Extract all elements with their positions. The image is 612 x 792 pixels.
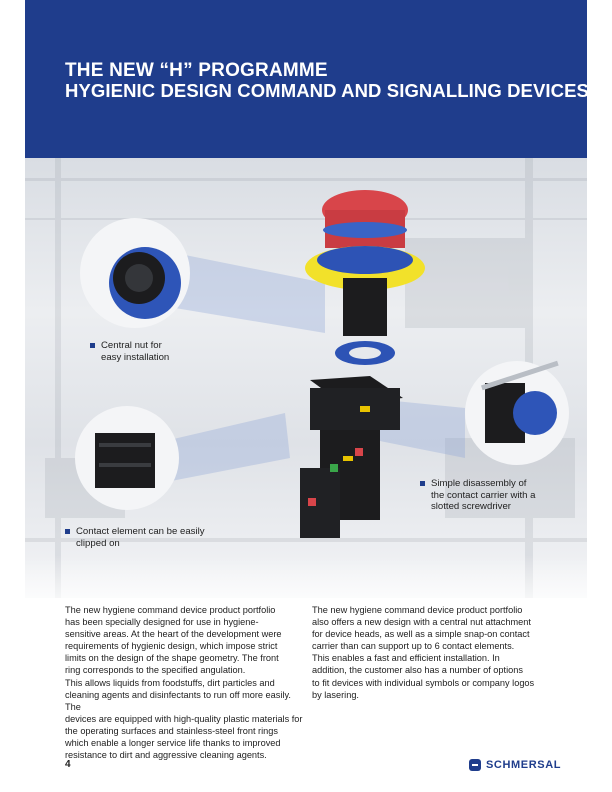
page-title: THE NEW “H” PROGRAMME — [65, 60, 328, 81]
brand-name: SCHMERSAL — [486, 759, 562, 771]
body-column-right: The new hygiene command device product p… — [312, 605, 535, 700]
bullet-square — [65, 529, 70, 534]
photo-fade — [25, 555, 587, 615]
catalog-page: THE NEW “H” PROGRAMME HYGIENIC DESIGN CO… — [25, 0, 587, 792]
zoom-disassembly — [465, 360, 569, 465]
callout-contact-element: Contact element can be easily clipped on — [65, 526, 205, 549]
callout-disassembly: Simple disassembly of the contact carrie… — [420, 478, 536, 513]
zoom-contact-element — [75, 406, 179, 510]
schmersal-logo: SCHMERSAL — [469, 759, 561, 771]
header-banner: THE NEW “H” PROGRAMME HYGIENIC DESIGN CO… — [25, 0, 587, 158]
body-column-left: The new hygiene command device product p… — [65, 605, 303, 761]
exploded-device-illustration — [25, 158, 587, 598]
page-number: 4 — [65, 759, 71, 770]
bullet-square — [90, 343, 95, 348]
callout-central-nut: Central nut for easy installation — [90, 340, 169, 363]
page-subtitle: HYGIENIC DESIGN COMMAND AND SIGNALLING D… — [65, 80, 587, 101]
emergency-stop-device — [300, 190, 425, 538]
product-photo — [25, 158, 587, 598]
zoom-central-nut — [80, 218, 190, 328]
bullet-square — [420, 481, 425, 486]
schmersal-logo-icon — [469, 759, 481, 771]
